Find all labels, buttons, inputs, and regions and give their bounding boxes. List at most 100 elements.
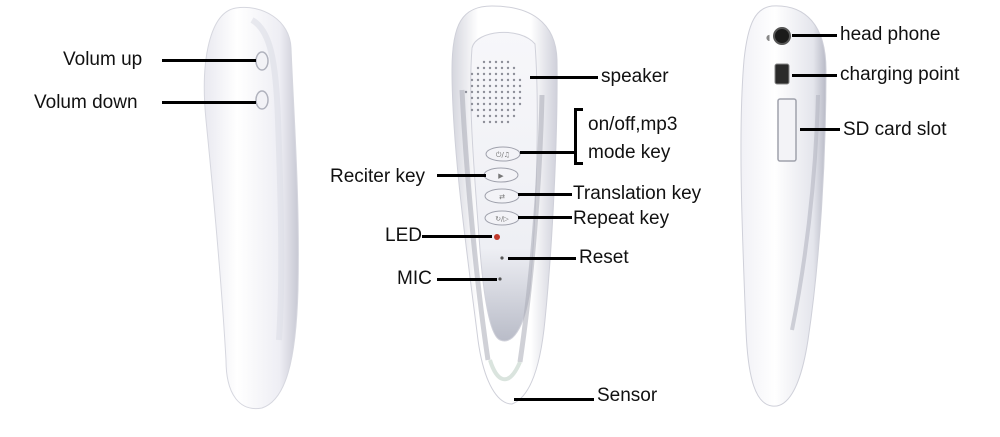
grille-dot — [476, 102, 480, 106]
grille-dot — [470, 96, 474, 100]
grille-dot — [506, 96, 510, 100]
translation-key-icon — [484, 188, 520, 204]
grille-dot — [488, 78, 492, 82]
grille-dot — [488, 84, 492, 88]
leader-head-phone — [792, 34, 837, 37]
grille-dot — [494, 96, 498, 100]
grille-dot — [512, 84, 516, 88]
grille-dot — [500, 120, 504, 124]
grille-dot — [506, 78, 510, 82]
grille-dot — [494, 102, 498, 106]
grille-dot — [518, 102, 522, 106]
label-speaker: speaker — [601, 66, 669, 87]
mic-hole-icon — [498, 277, 502, 281]
reset-hole-icon — [500, 256, 504, 260]
grille-dot — [476, 72, 480, 76]
label-onoff-line1: on/off,mp3 — [588, 114, 678, 135]
grille-dot — [488, 108, 492, 112]
grille-dot — [470, 108, 474, 112]
grille-dot — [488, 114, 492, 118]
grille-dot — [500, 108, 504, 112]
grille-dot — [488, 90, 492, 94]
leader-charging-point — [792, 74, 837, 77]
grille-dot — [470, 78, 474, 82]
grille-dot — [494, 108, 498, 112]
label-charging-point: charging point — [840, 64, 960, 85]
grille-dot — [518, 96, 522, 100]
label-onoff-line2: mode key — [588, 142, 671, 163]
grille-dot — [494, 72, 498, 76]
leader-speaker — [530, 76, 598, 79]
grille-dot — [512, 78, 516, 82]
grille-dot — [476, 84, 480, 88]
grille-dot — [488, 102, 492, 106]
grille-dot — [476, 96, 480, 100]
grille-dot — [506, 120, 510, 124]
leader-onoff-bottom — [574, 162, 583, 165]
grille-dot — [500, 102, 504, 106]
grille-dot — [500, 114, 504, 118]
svg-text:▶: ▶ — [498, 172, 504, 180]
grille-dot — [482, 84, 486, 88]
label-reset: Reset — [579, 247, 629, 268]
grille-dot — [470, 84, 474, 88]
grille-dot — [506, 90, 510, 94]
grille-dot — [494, 114, 498, 118]
svg-text:⏻/♫: ⏻/♫ — [496, 151, 510, 159]
leader-reset — [508, 257, 576, 260]
grille-dot — [506, 114, 510, 118]
grille-dot — [500, 96, 504, 100]
grille-dot — [512, 90, 516, 94]
grille-dot — [470, 102, 474, 106]
right-side-view: ◖ — [740, 5, 827, 407]
grille-dot — [500, 72, 504, 76]
svg-text:⇄: ⇄ — [499, 193, 505, 201]
volume-up-button-icon — [255, 51, 269, 71]
grille-dot — [512, 102, 516, 106]
leader-led — [422, 235, 492, 238]
mini-usb-icon — [774, 63, 790, 85]
leader-sensor — [514, 398, 594, 401]
led-indicator-icon — [494, 234, 500, 240]
grille-dot — [482, 120, 486, 124]
onoff-key-icon — [485, 146, 521, 162]
headphone-jack-icon — [773, 27, 791, 45]
grille-dot — [482, 60, 486, 64]
svg-text:↻/▷: ↻/▷ — [495, 215, 509, 223]
grille-dot — [506, 102, 510, 106]
grille-dot — [488, 96, 492, 100]
grille-dot — [482, 96, 486, 100]
grille-dot — [488, 60, 492, 64]
sd-card-slot-icon — [777, 98, 797, 162]
leader-mic — [437, 278, 497, 281]
grille-dot — [494, 90, 498, 94]
grille-dot — [470, 90, 474, 94]
leader-onoff-top — [574, 108, 583, 111]
grille-dot — [482, 114, 486, 118]
grille-dot — [506, 84, 510, 88]
svg-text:◖: ◖ — [766, 33, 770, 42]
grille-dot — [512, 72, 516, 76]
label-sd-card-slot: SD card slot — [843, 119, 947, 140]
grille-dot — [494, 120, 498, 124]
grille-dot — [494, 84, 498, 88]
leader-repeat — [518, 216, 572, 219]
grille-dot — [488, 66, 492, 70]
label-repeat-key: Repeat key — [573, 208, 670, 229]
leader-volume-down — [162, 101, 256, 104]
front-view: ⏻/♫ ▶ ⇄ ↻/▷ — [451, 5, 558, 405]
leader-sd-card — [800, 128, 840, 131]
grille-dot — [512, 114, 516, 118]
label-translation-key: Translation key — [573, 183, 702, 204]
grille-dot — [500, 78, 504, 82]
grille-dot — [506, 108, 510, 112]
grille-dot — [476, 108, 480, 112]
label-reciter-key: Reciter key — [330, 166, 426, 187]
grille-dot — [482, 90, 486, 94]
label-sensor: Sensor — [597, 385, 658, 406]
grille-dot — [518, 84, 522, 88]
leader-volume-up — [162, 59, 256, 62]
leader-reciter — [437, 174, 486, 177]
